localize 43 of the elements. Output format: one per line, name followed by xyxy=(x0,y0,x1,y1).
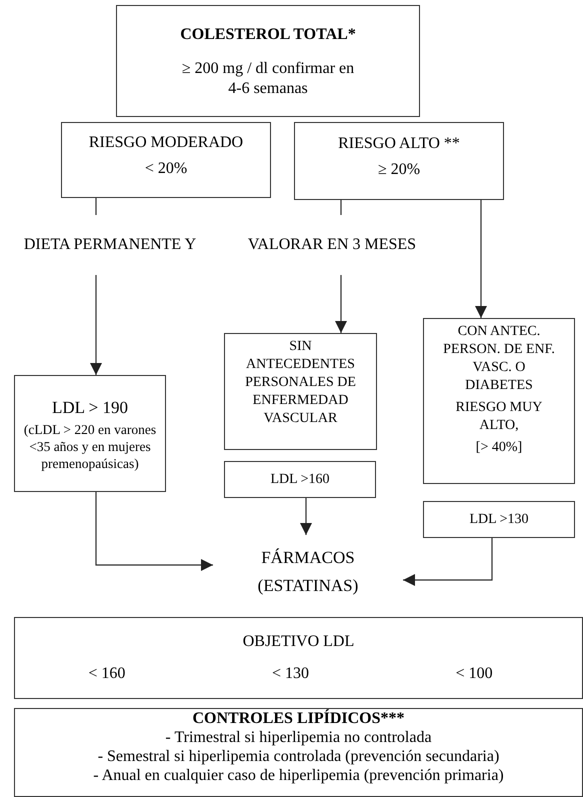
arrow xyxy=(95,492,213,571)
process-box xyxy=(116,5,420,117)
process-box xyxy=(224,461,376,498)
box-text: < 20% xyxy=(144,160,188,178)
notes-box xyxy=(14,708,583,797)
target-value: < 100 xyxy=(456,664,493,684)
note-line: - Trimestral si hiperlipemia no controlada xyxy=(165,728,432,747)
step-text: DIETA PERMANENTE Y xyxy=(24,235,196,255)
arrow xyxy=(475,200,487,318)
note-line: - Anual en cualquier caso de hiperlipemia (prevención primaria) xyxy=(93,766,504,785)
connector-line xyxy=(95,198,97,215)
box-text: CON ANTEC. PERSON. DE ENF. VASC. O DIABETES xyxy=(442,323,556,395)
arrow xyxy=(335,275,347,333)
box-text: RIESGO ALTO ** xyxy=(338,135,460,153)
box-title: OBJETIVO LDL xyxy=(242,632,354,652)
arrow xyxy=(300,498,312,535)
box-text: (cLDL > 220 en varones <35 años y en mujeres premenopaúsicas) xyxy=(22,420,158,472)
target-value: < 130 xyxy=(272,664,309,684)
note-line: - Semestral si hiperlipemia controlada (prevención secundaria) xyxy=(98,747,500,766)
process-box xyxy=(224,333,377,450)
process-box xyxy=(14,375,166,492)
arrow xyxy=(403,538,493,586)
box-title: COLESTEROL TOTAL* xyxy=(180,25,356,45)
box-text: SIN ANTECEDENTES PERSONALES DE ENFERMEDAD VASCULAR xyxy=(244,338,357,428)
process-box xyxy=(294,122,504,200)
result-text: FÁRMACOS (ESTATINAS) xyxy=(256,547,360,597)
target-box xyxy=(14,617,583,699)
box-text: [> 40%] xyxy=(474,439,524,457)
box-title: LDL > 190 xyxy=(52,397,128,420)
box-text: LDL >160 xyxy=(269,470,331,488)
process-box xyxy=(423,501,575,538)
box-text: ≥ 20% xyxy=(378,161,420,179)
process-box xyxy=(423,318,575,484)
step-text: VALORAR EN 3 MESES xyxy=(248,235,416,255)
box-text: RIESGO MODERADO xyxy=(88,134,244,152)
box-text: LDL >130 xyxy=(468,510,530,528)
box-title: CONTROLES LIPÍDICOS*** xyxy=(192,709,405,728)
box-text: ≥ 200 mg / dl confirmar en 4-6 semanas xyxy=(180,59,356,99)
target-value: < 160 xyxy=(88,664,126,684)
box-text: RIESGO MUY ALTO, xyxy=(454,399,544,435)
arrow xyxy=(90,275,102,375)
process-box xyxy=(61,122,271,198)
connector-line xyxy=(340,200,342,215)
